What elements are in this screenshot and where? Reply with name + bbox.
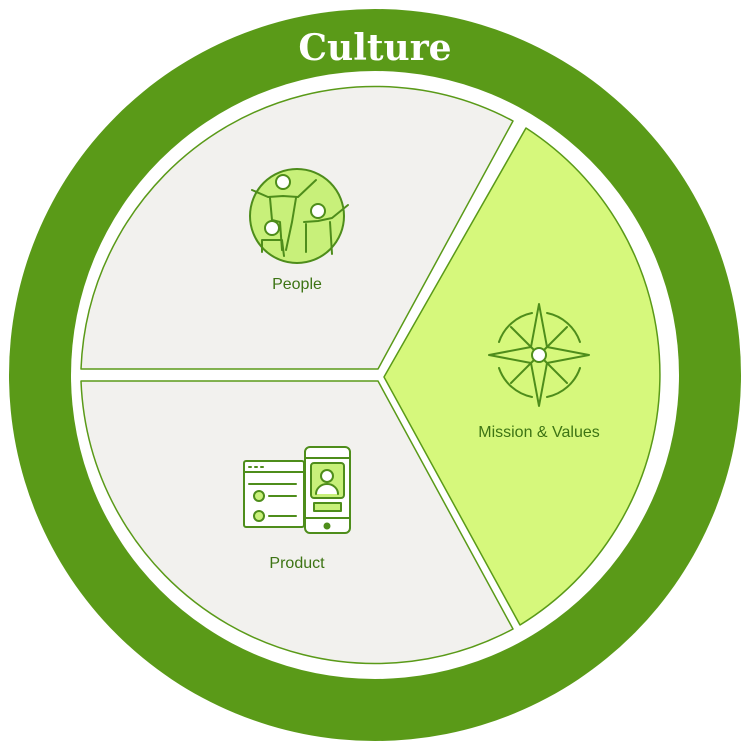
segment-mission-values[interactable]: Mission & Values: [383, 127, 661, 626]
segment-mission-values-label: Mission & Values: [478, 424, 600, 441]
segment-product-label: Product: [269, 555, 325, 572]
diagram-title: Culture: [298, 27, 451, 69]
compass-rose-icon: [488, 303, 590, 407]
segment-product[interactable]: Product: [80, 380, 514, 665]
segment-people[interactable]: People: [80, 85, 514, 370]
segment-mission-values-shape: [383, 127, 661, 626]
segment-people-label: People: [272, 276, 322, 293]
product-screens-icon: [243, 446, 351, 534]
people-group-icon: [249, 168, 349, 264]
